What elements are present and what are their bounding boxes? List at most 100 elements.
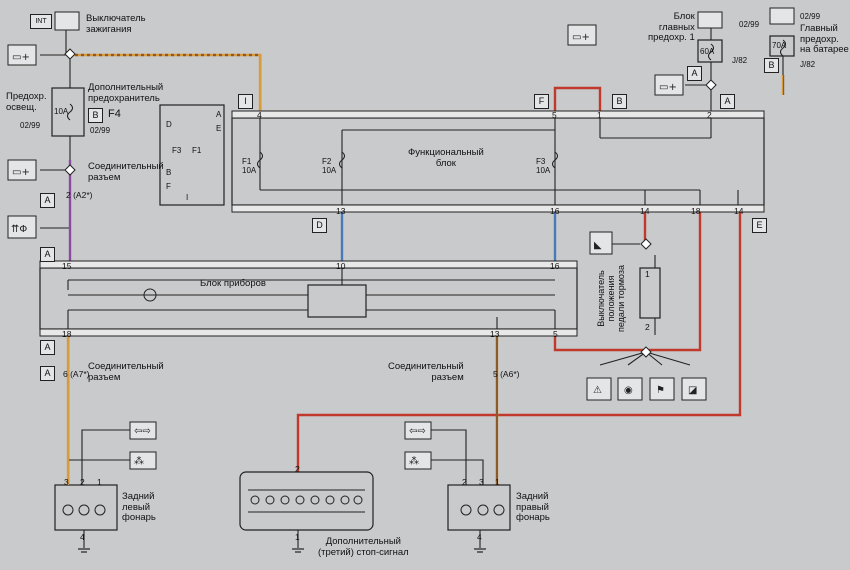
pin: 1 — [97, 477, 102, 487]
pin: 2 — [462, 477, 467, 487]
connector-1-label: Соединительный разъем — [88, 161, 164, 183]
svg-text:⇈Φ: ⇈Φ — [11, 224, 27, 235]
main-battery-fuse-label: Главный предохр. на батарее — [800, 23, 849, 55]
inset-d: D — [166, 120, 172, 129]
third-stop-box — [239, 471, 374, 531]
inset-i: I — [186, 193, 189, 202]
date-label: 02/99 — [739, 20, 760, 29]
tag: A — [720, 94, 735, 109]
svg-text:▭+: ▭+ — [659, 82, 677, 93]
svg-text:◣: ◣ — [594, 240, 602, 251]
fuse-f1-label: F1 10A — [242, 157, 257, 175]
fuse-inset — [159, 104, 225, 206]
fuse-60a-label: 60A — [700, 47, 715, 56]
pin: 16 — [550, 261, 560, 271]
connector-2-label: Соединительный разъем — [88, 361, 164, 383]
brake-switch-box — [639, 267, 661, 319]
pin: 14 — [640, 206, 650, 216]
tail-light-icon — [129, 451, 157, 470]
pin: 2 — [295, 464, 300, 474]
fuse-b-tag: B — [88, 108, 103, 123]
fuse-f4-label: F4 — [108, 108, 121, 120]
pin: 1 — [645, 269, 650, 279]
svg-text:⁂: ⁂ — [409, 455, 419, 467]
pin: 2 — [645, 322, 650, 332]
fuse-70a-label: 70A — [772, 41, 787, 50]
j82-label: J/82 — [732, 56, 748, 65]
battery-plus-icon — [7, 159, 37, 181]
svg-text:⁂: ⁂ — [134, 455, 144, 467]
pin: 3 — [64, 477, 69, 487]
brake-warning-icon — [617, 377, 643, 401]
svg-text:⚠: ⚠ — [593, 385, 602, 396]
pin: 2 — [80, 477, 85, 487]
date-label: 02/99 — [90, 126, 111, 135]
main-fuse-70a — [769, 35, 795, 57]
pin: 4 — [80, 532, 85, 542]
connector-3-label: Соединительный разъем — [388, 361, 464, 383]
inset-f: F — [166, 182, 171, 191]
pin: 4 — [477, 532, 482, 542]
svg-text:▭+: ▭+ — [12, 52, 30, 63]
stop-lamp-icon — [649, 377, 675, 401]
turn-signal-icon — [129, 421, 157, 440]
connector-2-pin: 6 (A7*) — [63, 369, 90, 379]
extra-fuse-box — [51, 87, 85, 137]
connector-1-pin: 2 (A2*) — [66, 190, 93, 200]
ignition-switch-label: Выключатель зажигания — [86, 13, 146, 35]
tag: A — [40, 247, 55, 262]
inset-f3: F3 — [172, 146, 182, 155]
svg-text:▭+: ▭+ — [12, 167, 30, 178]
inset-b: B — [166, 168, 172, 177]
j82-label: J/82 — [800, 60, 816, 69]
function-block-box — [231, 117, 765, 206]
pin: 1 — [597, 110, 602, 120]
brake-switch-label: Выключатель положения педали тормоза — [596, 265, 626, 332]
pin: 1 — [295, 532, 300, 542]
brake-pedal-icon — [589, 231, 613, 255]
engine-icon — [681, 377, 707, 401]
tag: A — [40, 366, 55, 381]
main-fuse-block-label: Блок главных предохр. 1 — [648, 11, 695, 43]
svg-text:⇦⇨: ⇦⇨ — [134, 426, 151, 437]
cluster-module — [307, 284, 367, 318]
extra-fuse-label: Дополнительный предохранитель — [88, 82, 164, 104]
main-fuse-60a — [697, 39, 723, 63]
pin: 5 — [553, 329, 558, 339]
pin: 18 — [62, 329, 72, 339]
inset-a: A — [216, 110, 222, 119]
left-lamp-box — [54, 484, 118, 531]
instrument-cluster-label: Блок приборов — [200, 278, 266, 289]
pin: 13 — [490, 329, 500, 339]
date-label: 02/99 — [800, 12, 821, 21]
pin: 1 — [495, 477, 500, 487]
tag: B — [764, 58, 779, 73]
svg-text:◪: ◪ — [688, 385, 697, 396]
tail-light-icon — [404, 451, 432, 470]
tag: D — [312, 218, 327, 233]
pin: 15 — [62, 261, 72, 271]
battery-plus-icon — [654, 74, 684, 96]
pin: 18 — [691, 206, 701, 216]
svg-text:⚑: ⚑ — [656, 385, 665, 396]
battery-icon — [697, 11, 723, 29]
pin: 10 — [336, 261, 346, 271]
tag: A — [40, 193, 55, 208]
tag: B — [612, 94, 627, 109]
fuse-10a-label: 10A — [54, 107, 69, 116]
cruise-icon — [586, 377, 612, 401]
pin: 3 — [479, 477, 484, 487]
turn-signal-icon — [404, 421, 432, 440]
tag: E — [752, 218, 767, 233]
lighting-switch-icon — [7, 215, 37, 239]
right-lamp-box — [447, 484, 511, 531]
battery-plus-icon — [7, 44, 37, 66]
svg-text:◉: ◉ — [624, 385, 633, 396]
inset-f1: F1 — [192, 146, 202, 155]
fuse-f2-label: F2 10A — [322, 157, 337, 175]
third-stop-label: Дополнительный (третий) стоп-сигнал — [318, 536, 409, 558]
battery-icon — [769, 7, 795, 25]
pin: 4 — [257, 110, 262, 120]
